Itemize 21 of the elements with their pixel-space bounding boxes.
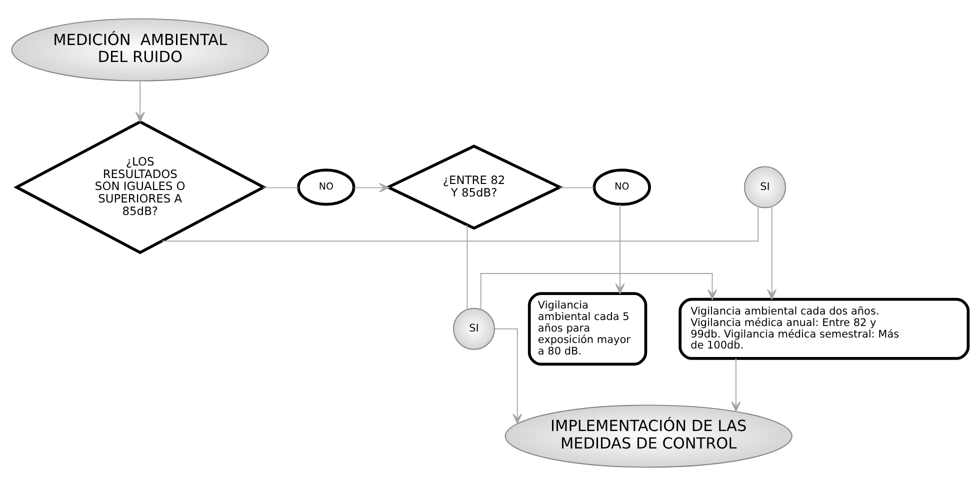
node-ellipse: MEDICIÓN AMBIENTAL DEL RUIDO (11, 18, 269, 81)
arrow (480, 272, 718, 310)
arrow (494, 328, 522, 424)
connector (466, 224, 468, 310)
arrow (135, 80, 145, 122)
node-circle: SI (744, 166, 786, 208)
node-diamond: ¿LOS RESULTADOS SON IGUALES O SUPERIORES A 85dB? (14, 120, 267, 254)
arrow (731, 358, 741, 412)
arrow (354, 182, 390, 192)
node-box: Vigilancia ambiental cada dos años. Vigilancia médica anual: Entre 82 y 99db. Vigilancia médica semestral: Más de 100db. (678, 297, 970, 360)
node-diamond: ¿ENTRE 82 Y 85dB? (384, 144, 564, 230)
node-ellipse: NO (297, 168, 356, 206)
node-ellipse: NO (592, 168, 651, 206)
connector (558, 186, 595, 188)
connector (262, 186, 299, 188)
node-ellipse: IMPLEMENTACIÓN DE LAS MEDIDAS DE CONTROL (504, 404, 792, 468)
node-box: Vigilancia ambiental cada 5 años para exposición mayor a 80 dB. (528, 292, 648, 366)
node-circle: SI (453, 307, 495, 350)
connector (162, 206, 759, 242)
arrow (615, 204, 625, 294)
arrow (767, 206, 777, 300)
